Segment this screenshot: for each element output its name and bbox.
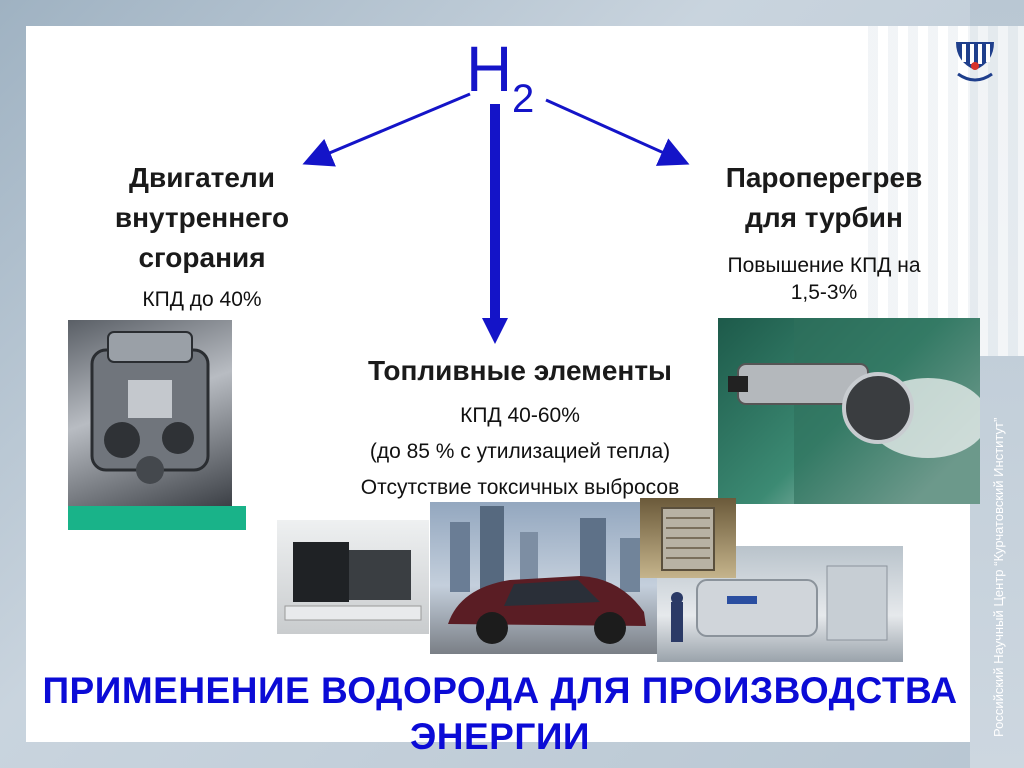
engine-bar <box>68 506 246 530</box>
left-efficiency: КПД до 40% <box>142 288 262 311</box>
center-branch-title: Топливные элементы <box>368 355 672 386</box>
right-efficiency: Повышение КПД на 1,5-3% <box>690 252 958 306</box>
logo-background <box>868 26 1024 356</box>
left-title-line-3: сгорания <box>138 242 266 273</box>
formula-symbol: H <box>466 33 513 105</box>
center-line-2: (до 85 % с утилизацией тепла) <box>369 440 671 463</box>
center-line-1: КПД 40-60% <box>460 404 580 427</box>
fuel-cell-stack-photo <box>640 498 736 578</box>
arrow-down-shaft <box>490 104 500 322</box>
left-title-line-1: Двигатели <box>129 162 275 193</box>
right-title-line-2: для турбин <box>745 202 903 233</box>
slide-title: ПРИМЕНЕНИЕ ВОДОРОДА ДЛЯ ПРОИЗВОДСТВА ЭНЕ… <box>20 668 980 760</box>
arrow-left <box>302 92 471 167</box>
engine-photo <box>68 320 232 506</box>
slide-title-line-1: ПРИМЕНЕНИЕ ВОДОРОДА ДЛЯ ПРОИЗВОДСТВА <box>42 670 958 711</box>
turbine-photo <box>718 318 980 504</box>
fuel-cell-car-photo <box>430 502 666 654</box>
right-title-line-1: Пароперегрев <box>725 162 923 193</box>
arrow-right <box>545 98 690 166</box>
institute-caption: Российский Научный Центр “Курчатовский И… <box>991 417 1006 737</box>
fuel-cell-unit-photo <box>277 520 429 634</box>
left-title-line-2: внутреннего <box>114 202 290 233</box>
formula-subscript: 2 <box>512 77 535 121</box>
kurchatov-logo-icon <box>956 42 994 82</box>
right-branch-title: Пароперегрев для турбин <box>690 158 958 238</box>
slide-title-line-2: ЭНЕРГИИ <box>409 716 591 757</box>
right-eff-line-1: Повышение КПД на <box>727 254 921 277</box>
center-line-3: Отсутствие токсичных выбросов <box>360 476 680 499</box>
left-branch-title: Двигатели внутреннего сгорания <box>84 158 320 278</box>
center-details: КПД 40-60% (до 85 % с утилизацией тепла)… <box>300 398 740 506</box>
right-eff-line-2: 1,5-3% <box>790 281 858 304</box>
arrow-down-head <box>482 318 508 344</box>
h2-formula: H 2 <box>466 33 556 121</box>
